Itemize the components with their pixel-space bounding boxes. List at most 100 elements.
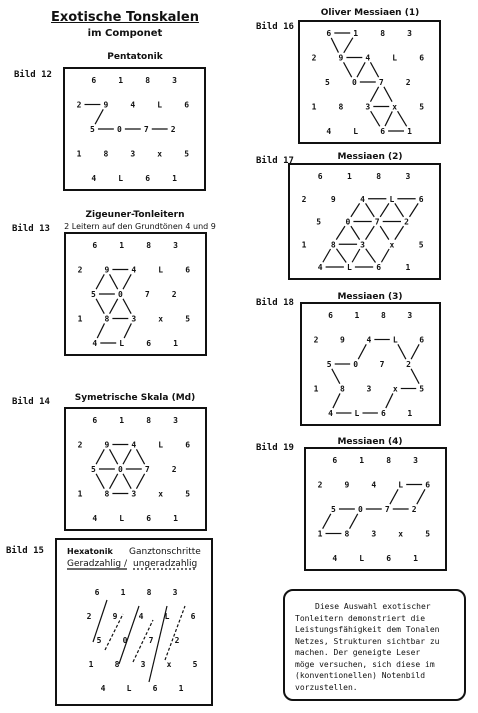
grid-note: L [119, 339, 124, 348]
grid-note: L [398, 481, 403, 490]
bild-19-title-text: Messiaen [337, 437, 385, 447]
grid-note: x [392, 103, 397, 112]
grid-note: 9 [344, 481, 349, 490]
scale-line [397, 110, 408, 127]
grid-note: 6 [419, 54, 424, 63]
grid-note: L [355, 409, 360, 418]
grid-note: 0 [353, 360, 358, 369]
grid-note: 3 [173, 241, 178, 250]
grid-note: 3 [173, 588, 178, 597]
page-title: Exotische Tonskalen [51, 10, 199, 25]
grid-note: 1 [318, 530, 323, 539]
grid-note: 1 [89, 660, 94, 669]
grid-note: 7 [145, 465, 150, 474]
scale-line [350, 203, 361, 218]
bild-15-label: Bild 15 [6, 546, 44, 556]
grid-note: 2 [172, 465, 177, 474]
grid-note: 4 [92, 339, 97, 348]
scale-line [369, 62, 380, 78]
grid-note: 2 [77, 101, 82, 110]
scale-line [92, 599, 108, 643]
grid-note: 6 [95, 588, 100, 597]
bild-12-title: Pentatonik [107, 52, 163, 62]
grid-note: 8 [146, 241, 151, 250]
grid-note: 4 [101, 684, 106, 693]
grid-note: 4 [365, 54, 370, 63]
grid-note: 2 [172, 290, 177, 299]
scale-line [370, 110, 381, 127]
grid-note: L [118, 174, 123, 183]
grid-note: 8 [103, 150, 108, 159]
bild-17-title: Messiaen (2) [295, 152, 445, 162]
grid-note: 5 [193, 660, 198, 669]
bild-16-label: Bild 16 [256, 22, 294, 32]
grid-note: 1 [173, 514, 178, 523]
grid-note: 8 [380, 29, 385, 38]
grid-note: 5 [419, 103, 424, 112]
scale-line [410, 368, 420, 384]
grid-note: 6 [386, 554, 391, 563]
bild-13-label: Bild 13 [12, 224, 50, 234]
grid-note: 5 [90, 125, 95, 134]
grid-note: 3 [365, 103, 370, 112]
scale-line [135, 449, 146, 465]
grid-note: 9 [104, 441, 109, 450]
scale-line [109, 473, 119, 489]
scale-line [109, 298, 119, 314]
grid-note: 8 [145, 76, 150, 85]
grid-note: 0 [352, 78, 357, 87]
scale-line [95, 473, 105, 489]
scale-line [385, 393, 394, 409]
bild-17-num: (2) [388, 152, 403, 162]
grid-note: 3 [366, 385, 371, 394]
grid-note: x [389, 240, 394, 249]
bild-13-title: Zigeuner-Tonleitern [85, 210, 185, 220]
bild-18-title: Messiaen (3) [295, 292, 445, 302]
grid-note: 1 [173, 339, 178, 348]
grid-note: 1 [407, 127, 412, 136]
grid-note: 4 [371, 481, 376, 490]
grid-note: 5 [97, 636, 102, 645]
note-line: vorzustellen. [295, 682, 358, 692]
grid-note: 2 [312, 54, 317, 63]
grid-note: 6 [318, 172, 323, 181]
grid-note: 8 [340, 385, 345, 394]
bild-12-label: Bild 12 [14, 70, 52, 80]
grid-note: 8 [344, 530, 349, 539]
scale-line [331, 368, 341, 384]
grid-note: L [158, 441, 163, 450]
grid-note: 6 [425, 481, 430, 490]
hexatonik-title: Hexatonik [67, 547, 113, 556]
scale-line [384, 111, 393, 127]
grid-note: 6 [332, 456, 337, 465]
note-line: Diese Auswahl exotischer [315, 602, 431, 611]
grid-note: 3 [131, 490, 136, 499]
grid-note: 1 [407, 409, 412, 418]
grid-note: 2 [171, 125, 176, 134]
grid-note: 2 [175, 636, 180, 645]
bild-18-label: Bild 18 [256, 298, 294, 308]
grid-note: 4 [92, 514, 97, 523]
grid-note: 8 [331, 240, 336, 249]
scale-line [365, 203, 375, 218]
grid-note: 6 [380, 127, 385, 136]
grid-note: L [158, 266, 163, 275]
grid-note: 9 [104, 266, 109, 275]
grid-note: 6 [326, 29, 331, 38]
scale-line [148, 605, 168, 683]
bild-13-subtitle: 2 Leitern auf den Grundtönen 4 und 9 [64, 222, 216, 231]
grid-note: 4 [328, 409, 333, 418]
scale-line [356, 62, 366, 78]
grid-note: 1 [172, 174, 177, 183]
scale-line [349, 513, 359, 529]
grid-note: 2 [87, 612, 92, 621]
bild-17-label: Bild 17 [256, 156, 294, 166]
grid-note: 5 [185, 315, 190, 324]
